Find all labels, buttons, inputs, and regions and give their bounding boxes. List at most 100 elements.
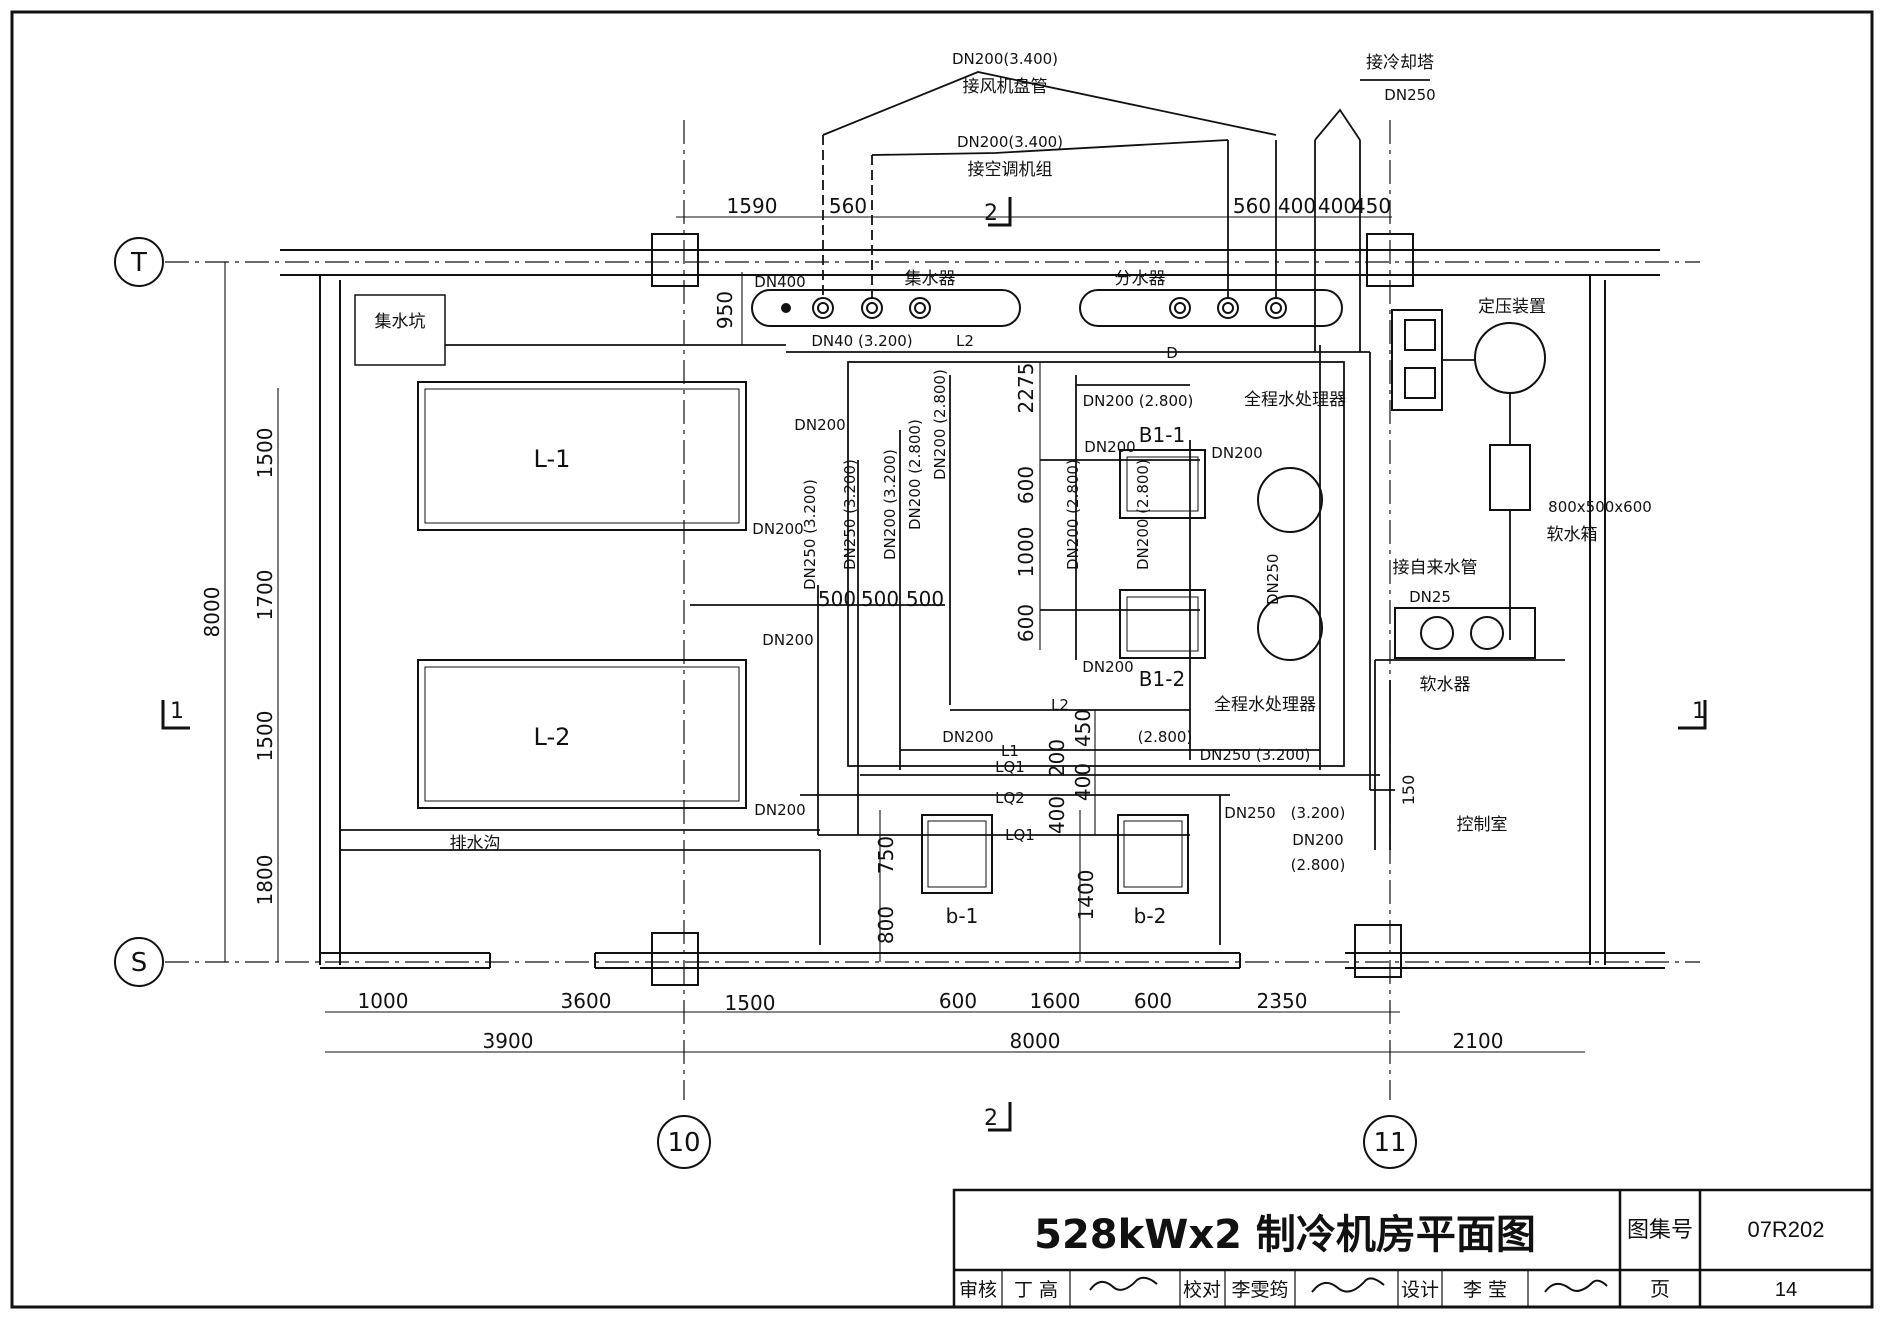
label-p2800: (2.800) bbox=[1138, 728, 1193, 746]
label-softwater-tank-size: 800x500x600 bbox=[1548, 498, 1652, 516]
label-l2-unit: L-2 bbox=[534, 723, 571, 751]
label-tap-water: 接自来水管 bbox=[1393, 558, 1478, 578]
label-dn40: DN40 (3.200) bbox=[811, 332, 912, 350]
v-label-dn250-3200: DN250 (3.200) bbox=[841, 459, 859, 570]
label-dn250: DN250 bbox=[1224, 804, 1275, 822]
label-dn25: DN25 bbox=[1409, 588, 1451, 606]
label-lq2: LQ2 bbox=[995, 789, 1025, 807]
dim-v-800: 800 bbox=[874, 906, 898, 944]
dim-400-b: 400 bbox=[1318, 194, 1356, 218]
axis-label-t: T bbox=[130, 248, 147, 278]
dim-b-1600: 1600 bbox=[1030, 989, 1081, 1013]
dim-500-b: 500 bbox=[861, 587, 899, 611]
axis-bubbles bbox=[114, 237, 1417, 1169]
dim-v-150: 150 bbox=[1399, 775, 1418, 806]
label-dn200-a: DN200 bbox=[794, 416, 845, 434]
dim-400-v1: 400 bbox=[1071, 763, 1095, 801]
collection-pit bbox=[354, 294, 446, 366]
v-label-dn250-3200-b: DN250 (3.200) bbox=[801, 479, 819, 590]
atlas-number: 07R202 bbox=[1747, 1217, 1824, 1242]
v-label-dn250: DN250 bbox=[1264, 554, 1282, 605]
section-marks bbox=[161, 197, 1707, 1132]
title-block bbox=[952, 1188, 1874, 1309]
dim-600-b: 600 bbox=[1014, 604, 1038, 642]
label-treater-1: 全程水处理器 bbox=[1244, 390, 1346, 410]
v-label-dn200-2800-a: DN200 (2.800) bbox=[931, 369, 949, 480]
dim-450-v: 450 bbox=[1071, 709, 1095, 747]
axis-lines bbox=[165, 120, 1700, 1100]
dim-200-v: 200 bbox=[1045, 739, 1069, 777]
label-dn200-h: DN200 bbox=[754, 801, 805, 819]
dimension-lines bbox=[224, 216, 1585, 1053]
dim-2275: 2275 bbox=[1014, 363, 1038, 414]
axis-label-10: 10 bbox=[667, 1128, 700, 1158]
label-d-top: D bbox=[1166, 344, 1178, 362]
label-drain: 排水沟 bbox=[450, 834, 501, 854]
label-dn200-bot: DN200 bbox=[1292, 831, 1343, 849]
label-dn200-f: DN200 bbox=[1082, 658, 1133, 676]
label-l2-top: L2 bbox=[956, 332, 974, 350]
sheet-border bbox=[10, 10, 1874, 1309]
dim-v-750: 750 bbox=[874, 836, 898, 874]
dim-400-v2: 400 bbox=[1045, 796, 1069, 834]
dim-1590: 1590 bbox=[727, 194, 778, 218]
chiller-units bbox=[417, 381, 747, 809]
dim-b-3900: 3900 bbox=[483, 1029, 534, 1053]
label-b-2: b-2 bbox=[1134, 904, 1167, 928]
piping-network bbox=[340, 71, 1565, 945]
dim-v-1500-b: 1500 bbox=[253, 711, 277, 762]
dim-b-600-b: 600 bbox=[1134, 989, 1172, 1013]
dim-500-a: 500 bbox=[818, 587, 856, 611]
label-distributor: 分水器 bbox=[1115, 269, 1166, 289]
dim-b-3600: 3600 bbox=[561, 989, 612, 1013]
label-control-room: 控制室 bbox=[1457, 815, 1508, 835]
columns bbox=[651, 233, 1414, 986]
label-pit: 集水坑 bbox=[375, 312, 426, 332]
label-dn200-2800-a: DN200 (2.800) bbox=[1083, 392, 1194, 410]
label-l2-mid: L2 bbox=[1051, 696, 1069, 714]
label-p2800-bot: (2.800) bbox=[1291, 856, 1346, 874]
label-p3200: (3.200) bbox=[1291, 804, 1346, 822]
v-label-dn200-2800-c: DN200 (2.800) bbox=[1064, 459, 1082, 570]
design-label: 设计 bbox=[1401, 1279, 1439, 1301]
dim-v-1700: 1700 bbox=[253, 570, 277, 621]
axis-label-s: S bbox=[131, 948, 148, 978]
label-b1-1: B1-1 bbox=[1139, 423, 1185, 447]
label-lq1-b: LQ1 bbox=[1005, 826, 1035, 844]
label-cooling-tower: 接冷却塔 bbox=[1366, 53, 1434, 73]
v-label-dn200-2800-d: DN200 (2.800) bbox=[1134, 459, 1152, 570]
section-2-bottom: 2 bbox=[984, 1106, 998, 1131]
label-softwater-tank: 软水箱 bbox=[1547, 525, 1598, 545]
label-ahu-size: DN200(3.400) bbox=[957, 133, 1063, 151]
section-2-top: 2 bbox=[984, 201, 998, 226]
label-fan-coil: 接风机盘管 bbox=[963, 77, 1048, 97]
section-1-right: 1 bbox=[1692, 699, 1706, 724]
dim-v-1500-a: 1500 bbox=[253, 428, 277, 479]
label-l1-mid: L1 bbox=[1001, 742, 1019, 760]
dim-v-1400: 1400 bbox=[1074, 870, 1098, 921]
label-lq1: LQ1 bbox=[995, 758, 1025, 776]
dim-b-8000: 8000 bbox=[1010, 1029, 1061, 1053]
dim-b-1000: 1000 bbox=[358, 989, 409, 1013]
label-ahu: 接空调机组 bbox=[968, 160, 1053, 180]
check-label: 校对 bbox=[1183, 1279, 1221, 1301]
label-treater-2: 全程水处理器 bbox=[1214, 695, 1316, 715]
dim-600-a: 600 bbox=[1014, 466, 1038, 504]
designer-name: 李 莹 bbox=[1463, 1279, 1507, 1301]
label-dn200-c: DN200 bbox=[1211, 444, 1262, 462]
dim-1000: 1000 bbox=[1014, 527, 1038, 578]
pumps-b1 bbox=[1119, 449, 1323, 661]
water-headers bbox=[751, 289, 1343, 327]
label-l1-unit: L-1 bbox=[534, 445, 571, 473]
label-dn250-3200: DN250 (3.200) bbox=[1200, 746, 1311, 764]
axis-label-11: 11 bbox=[1373, 1128, 1406, 1158]
dim-b-2350: 2350 bbox=[1257, 989, 1308, 1013]
tanks-b bbox=[921, 814, 1189, 894]
review-label: 审核 bbox=[959, 1279, 997, 1301]
section-1-left: 1 bbox=[170, 699, 184, 724]
dim-v-1800: 1800 bbox=[253, 855, 277, 906]
building-walls bbox=[280, 249, 1665, 969]
dim-b-2100: 2100 bbox=[1453, 1029, 1504, 1053]
page-number: 14 bbox=[1775, 1279, 1797, 1301]
